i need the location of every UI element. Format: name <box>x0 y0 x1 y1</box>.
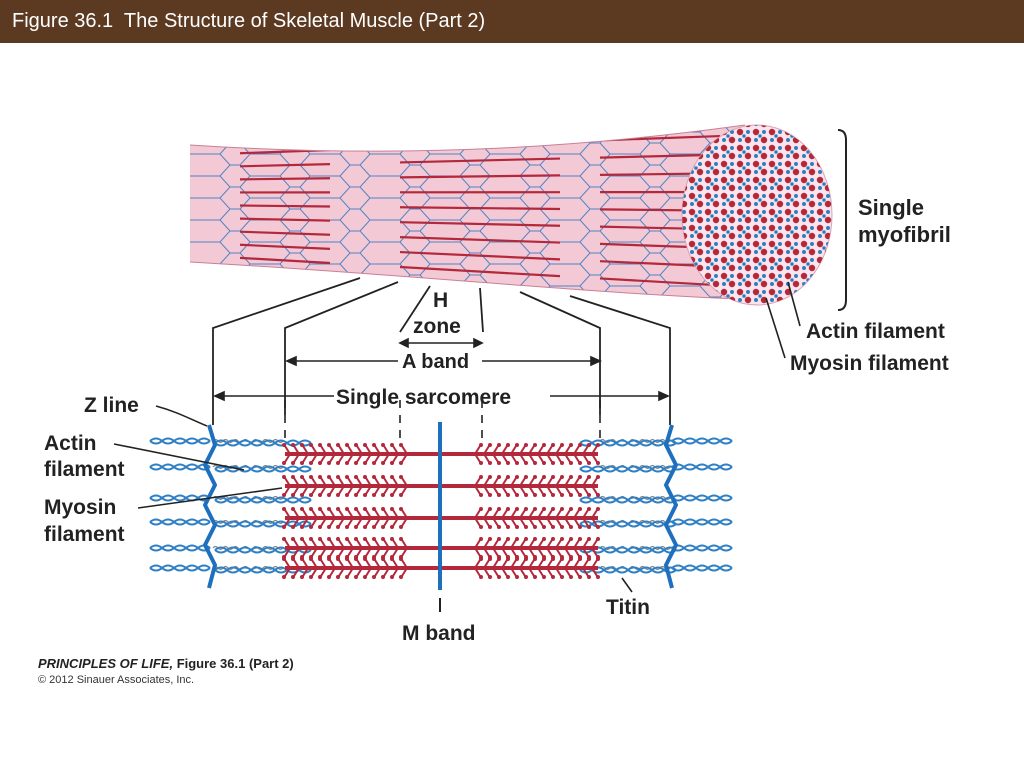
book-title: PRINCIPLES OF LIFE, <box>38 656 174 671</box>
titin-leader <box>621 577 633 593</box>
actin-filament-outer-right <box>671 494 733 502</box>
fiber-filament-segment <box>599 153 721 159</box>
actin-filament-outer-left <box>149 463 211 471</box>
actin-filament-outer-right <box>671 518 733 526</box>
actin-filament-outer-left <box>149 518 211 526</box>
z-line-label: Z line <box>84 394 139 417</box>
actin-filament-left-label-2: filament <box>44 458 125 481</box>
fiber-filament-segment <box>239 204 331 208</box>
z-line-right <box>664 424 678 589</box>
actin-filament-outer-left <box>149 564 211 572</box>
copyright: © 2012 Sinauer Associates, Inc. <box>38 674 195 686</box>
actin-right-leader <box>787 281 801 327</box>
myosin-filament-left-label-1: Myosin <box>44 496 116 519</box>
credit-line: PRINCIPLES OF LIFE, Figure 36.1 (Part 2) <box>38 656 294 671</box>
single-myofibril-label-1: Single <box>858 195 924 220</box>
actin-filament-outer-right <box>671 544 733 552</box>
fiber-filament-segment <box>239 163 331 168</box>
fiber-filament-segment <box>239 230 331 236</box>
title-bar: Figure 36.1 The Structure of Skeletal Mu… <box>0 0 1024 43</box>
a-band-label: A band <box>402 351 469 373</box>
myofibril-bracket <box>837 129 847 311</box>
figure-ref: Figure 36.1 (Part 2) <box>173 656 294 671</box>
h-zone-arrow <box>398 337 484 349</box>
titin-label: Titin <box>606 596 650 619</box>
zoom-leader-lines <box>212 277 671 425</box>
fiber-filament-segment <box>399 265 561 278</box>
myosin-filament <box>282 443 600 465</box>
fiber-filament-segment <box>399 236 561 244</box>
band-marker-lines <box>284 400 601 440</box>
actin-filament-outer-right <box>671 564 733 572</box>
actin-filament-right <box>579 439 677 447</box>
fiber-filament-segment <box>399 250 561 261</box>
a-band-arrow <box>285 355 602 367</box>
slide-title: Figure 36.1 The Structure of Skeletal Mu… <box>12 10 486 32</box>
actin-filament-outer-right <box>671 437 733 445</box>
fiber-filament-segment <box>239 243 331 250</box>
myosin-filament <box>282 475 600 497</box>
single-sarcomere-label: Single sarcomere <box>336 386 511 409</box>
sarcomere-filaments <box>149 437 733 579</box>
sarcomere-arrow <box>213 390 670 402</box>
actin-filament-right <box>579 465 677 473</box>
actin-filament-right-label: Actin filament <box>806 320 945 343</box>
actin-filament-left <box>214 439 312 447</box>
fiber-filament-segment <box>399 174 561 179</box>
fiber-filament-segment <box>399 221 561 227</box>
fiber-filament-segment <box>599 277 721 287</box>
myosin-filament <box>282 507 600 529</box>
actin-filament-right <box>579 496 677 504</box>
myofibril-fiber <box>189 124 833 306</box>
actin-filament-left-label-1: Actin <box>44 432 97 455</box>
actin-left-leader <box>113 443 245 471</box>
fiber-filament-segment <box>239 177 331 181</box>
h-zone-label-2: zone <box>413 315 461 338</box>
single-myofibril-label-2: myofibril <box>858 222 951 247</box>
sarcomere-diagram: Single myofibril Actin filament Myosin f… <box>44 124 951 645</box>
fiber-filament-segment <box>399 157 561 164</box>
myosin-filament-right-label: Myosin filament <box>790 352 949 375</box>
actin-filament-left <box>214 496 312 504</box>
fiber-filament-segment <box>239 256 331 265</box>
actin-filament-outer-left <box>149 437 211 445</box>
z-line-leader <box>155 405 208 427</box>
fiber-filament-segment <box>399 206 561 211</box>
actin-filament-outer-left <box>149 544 211 552</box>
z-line-left <box>203 424 217 589</box>
myosin-left-leader <box>137 487 283 509</box>
myosin-right-leader <box>765 297 786 359</box>
h-zone-label-1: H <box>433 289 448 312</box>
fiber-filament-segment <box>239 217 331 222</box>
m-band-label: M band <box>402 622 476 645</box>
actin-filament-outer-right <box>671 463 733 471</box>
myosin-filament-left-label-2: filament <box>44 523 125 546</box>
